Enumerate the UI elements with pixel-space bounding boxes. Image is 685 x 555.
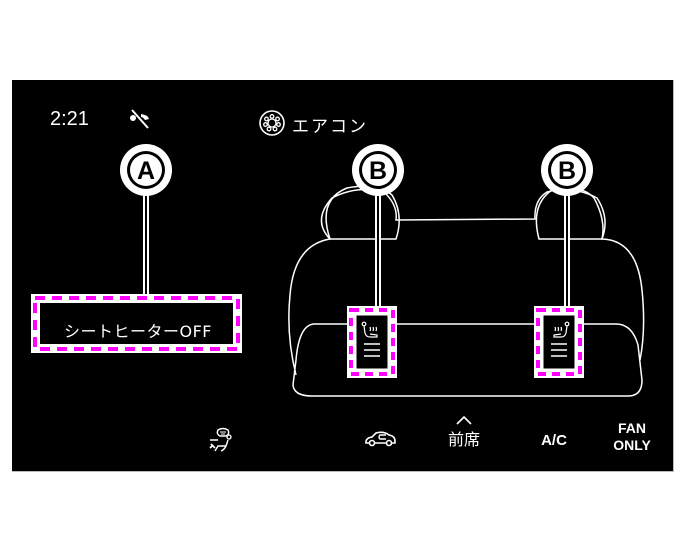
- ac-label: A/C: [541, 432, 567, 449]
- heat-level-indicator: [551, 343, 567, 357]
- phone-muted-icon: [130, 109, 149, 129]
- page-title: エアコン: [292, 117, 368, 137]
- climate-screen: 2:21 エアコン A: [12, 80, 674, 472]
- fan-only-button[interactable]: FAN ONLY: [604, 420, 660, 454]
- seat-cushion-outline: [292, 323, 643, 397]
- callout-b-left: B: [352, 144, 404, 306]
- seat-heater-left-button[interactable]: [347, 306, 397, 378]
- seat-heater-status-label: シートヒーターOFF: [63, 322, 212, 341]
- seat-heater-right-button[interactable]: [534, 306, 584, 378]
- heat-level-indicator: [364, 343, 380, 357]
- front-seat-label: 前席: [447, 430, 480, 449]
- callout-a-label: A: [137, 157, 155, 185]
- seat-diagram: A B B: [31, 144, 645, 397]
- car-recirculation-icon: [365, 431, 396, 447]
- front-defroster-button[interactable]: [204, 424, 240, 454]
- callout-b-right-label: B: [558, 157, 576, 185]
- seat-heater-icon: [553, 321, 570, 338]
- callout-b-right: B: [541, 144, 593, 306]
- callout-a: A: [120, 144, 172, 294]
- seat-back-outline: [288, 188, 645, 376]
- front-defroster-icon: [209, 427, 232, 452]
- ac-button[interactable]: A/C: [532, 432, 576, 449]
- left-headrest-outline: [325, 185, 400, 240]
- climate-icon: [259, 110, 285, 136]
- front-seat-button[interactable]: 前席: [436, 414, 492, 458]
- clock: 2:21: [50, 108, 89, 130]
- chevron-up-icon: [456, 415, 472, 425]
- fan-only-label-line2: ONLY: [613, 437, 651, 453]
- callout-b-left-label: B: [369, 157, 387, 185]
- highlight-box-a: [31, 294, 242, 353]
- fan-only-label-line1: FAN: [618, 420, 646, 436]
- recirculation-button[interactable]: [362, 428, 398, 450]
- seat-heater-icon: [361, 321, 378, 338]
